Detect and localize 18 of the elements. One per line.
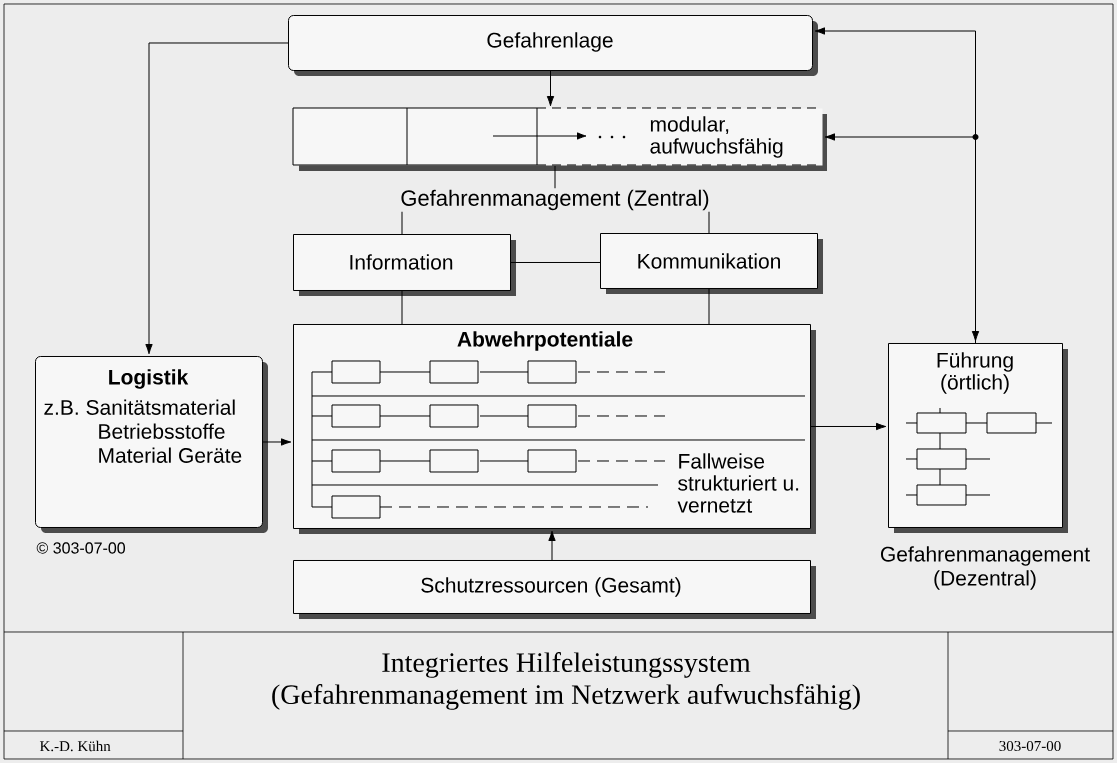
document-number: 303-07-00 <box>999 740 1061 752</box>
process-box: Schutzressourcen (Gesamt) <box>293 560 816 619</box>
module-strip: modular, aufwuchsfähig <box>292 107 827 171</box>
arrow <box>810 422 887 431</box>
arrow <box>824 133 979 344</box>
arrow <box>145 42 289 355</box>
process-box: Logistik z.B. Sanitätsmaterial Betriebsstoffe Material Geräte <box>35 356 268 533</box>
process-box: Gefahrenlage <box>288 15 818 76</box>
heading-text: Gefahrenmanagement (Zentral) <box>401 189 709 211</box>
author-name: K.-D. Kühn <box>39 740 111 752</box>
arrow <box>814 27 980 342</box>
process-box: Information <box>293 234 516 296</box>
arrow <box>548 530 556 561</box>
arrow <box>546 70 555 107</box>
arrow <box>262 438 292 446</box>
caption-text: Gefahrenmanagement (Dezentral) <box>881 546 1090 590</box>
process-box: Kommunikation <box>600 233 823 294</box>
title: Integriertes Hilfeleistungssystem (Gefahrenmanagement im Netzwerk aufwuchsfähig) <box>272 652 860 710</box>
